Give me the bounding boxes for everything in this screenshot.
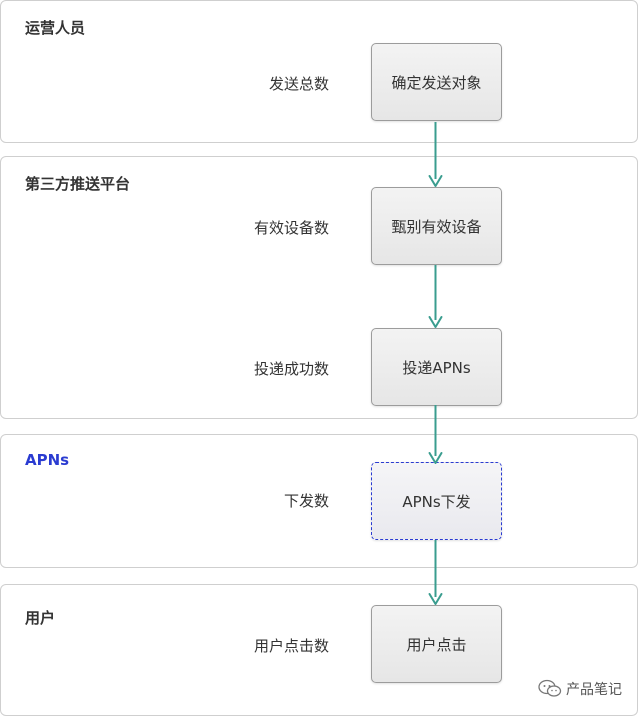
metric-label: 下发数: [283, 492, 329, 510]
node-label: 用户点击: [406, 635, 467, 654]
node-label: 投递APNs: [402, 358, 471, 377]
metric-label: 发送总数: [268, 75, 329, 93]
lane-users: 用户 用户点击数 用户点击: [0, 584, 638, 716]
node-label: 确定发送对象: [391, 73, 482, 92]
watermark-text: 产品笔记: [566, 682, 622, 698]
process-node-dashed[interactable]: APNs下发: [371, 462, 502, 540]
lane-title: APNs: [25, 451, 70, 469]
lane-push-platform: 第三方推送平台 有效设备数 投递成功数 甄别有效设备 投递APNs: [0, 156, 638, 419]
lane-apns: APNs 下发数 APNs下发: [0, 434, 638, 568]
process-node[interactable]: 投递APNs: [371, 328, 502, 406]
process-node[interactable]: 确定发送对象: [371, 43, 502, 121]
watermark: 产品笔记: [538, 679, 622, 699]
metric-label: 用户点击数: [253, 637, 329, 655]
wechat-icon: [538, 679, 562, 697]
node-label: APNs下发: [402, 492, 471, 511]
lane-title: 用户: [25, 609, 56, 627]
node-label: 甄别有效设备: [391, 217, 482, 236]
metric-label: 有效设备数: [253, 219, 329, 237]
lane-title: 第三方推送平台: [25, 175, 131, 193]
process-node[interactable]: 用户点击: [371, 605, 502, 683]
process-node[interactable]: 甄别有效设备: [371, 187, 502, 265]
lane-title: 运营人员: [25, 19, 86, 37]
metric-label: 投递成功数: [253, 360, 329, 378]
lane-operators: 运营人员 发送总数 确定发送对象: [0, 0, 638, 143]
